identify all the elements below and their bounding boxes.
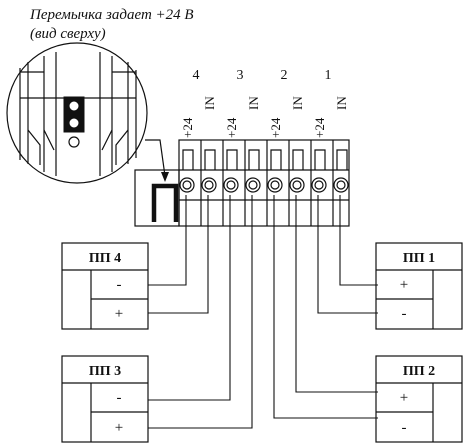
jumper-bridge-icon	[151, 183, 179, 222]
arrow-icon	[161, 172, 169, 182]
module-title: ПП 2	[403, 364, 435, 379]
module-pp3: ПП 3 - +	[61, 355, 149, 443]
terminal-label-3: +24	[224, 117, 239, 138]
terminal-label-2: IN	[202, 96, 217, 110]
magnified-top-view	[6, 42, 169, 184]
terminal-block	[134, 139, 350, 227]
module-title: ПП 3	[89, 364, 121, 379]
terminal-sign-bottom: -	[402, 306, 407, 322]
module-pp4: ПП 4 - +	[61, 242, 149, 330]
terminal-sign-top: +	[400, 277, 408, 293]
module-title: ПП 1	[403, 251, 435, 266]
terminal-screw-head	[182, 180, 192, 190]
channel-number-1: 1	[325, 68, 332, 83]
module-pp1: ПП 1 + -	[375, 242, 463, 330]
terminal-sign-bottom: -	[402, 420, 407, 436]
module-pp2: ПП 2 + -	[375, 355, 463, 443]
terminal-sign-top: -	[117, 390, 122, 406]
terminal-sign-bottom: +	[115, 420, 123, 436]
channel-number-2: 2	[281, 68, 288, 83]
terminal-sign-top: +	[400, 390, 408, 406]
terminal-label-1: +24	[180, 117, 195, 138]
terminal-sign-bottom: +	[115, 306, 123, 322]
jumper-hole-free	[68, 136, 80, 148]
terminal-screw-head	[248, 180, 258, 190]
terminal-tab	[204, 149, 216, 170]
terminal-tab	[314, 149, 326, 170]
terminal-label-8: IN	[334, 96, 349, 110]
terminal-tab	[292, 149, 304, 170]
terminal-tab	[336, 149, 348, 170]
terminal-tab	[182, 149, 194, 170]
module-title: ПП 4	[89, 251, 121, 266]
channel-number-3: 3	[237, 68, 244, 83]
terminal-label-5: +24	[268, 117, 283, 138]
caption-line-1: Перемычка задает +24 В	[29, 7, 194, 23]
terminal-screw-head	[292, 180, 302, 190]
jumper-hole-bottom	[68, 117, 80, 129]
terminal-screw-head	[226, 180, 236, 190]
jumper-hole-top	[68, 100, 80, 112]
terminal-label-7: +24	[312, 117, 327, 138]
terminal-screw-head	[204, 180, 214, 190]
terminal-screw-head	[270, 180, 280, 190]
terminal-screw-head	[336, 180, 346, 190]
terminal-screw-head	[314, 180, 324, 190]
terminal-label-4: IN	[246, 96, 261, 110]
terminal-label-6: IN	[290, 96, 305, 110]
terminal-tab	[248, 149, 260, 170]
terminal-sign-top: -	[117, 277, 122, 293]
terminal-tab	[226, 149, 238, 170]
caption-line-2: (вид сверху)	[30, 26, 106, 42]
channel-number-4: 4	[193, 68, 200, 83]
terminal-tab	[270, 149, 282, 170]
wires	[148, 195, 378, 429]
